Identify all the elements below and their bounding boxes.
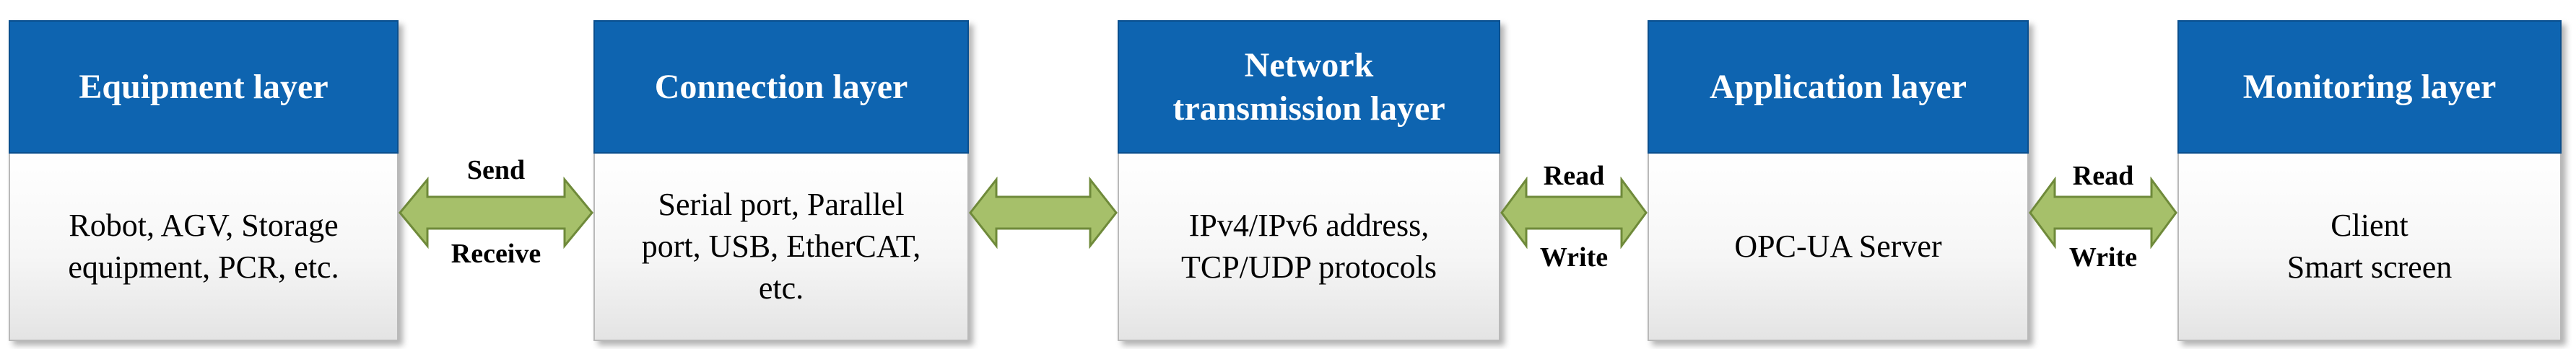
double-arrow-icon — [2029, 177, 2177, 249]
monitoring-layer-box: Monitoring layer Client Smart screen — [2177, 20, 2562, 341]
layer-description: IPv4/IPv6 address, TCP/UDP protocols — [1118, 154, 1500, 341]
double-arrow-icon — [1500, 177, 1648, 249]
double-arrow-icon — [399, 177, 593, 249]
equipment-layer-box: Equipment layer Robot, AGV, Storage equi… — [9, 20, 399, 341]
connector-bottom-label: Receive — [451, 239, 541, 269]
layer-description: Serial port, Parallel port, USB, EtherCA… — [593, 154, 969, 341]
layer-description: Client Smart screen — [2177, 154, 2562, 341]
network-transmission-layer-box: Network transmission layer IPv4/IPv6 add… — [1118, 20, 1500, 341]
application-layer-box: Application layer OPC-UA Server — [1648, 20, 2029, 341]
double-arrow-connector — [1500, 177, 1648, 249]
connector-top-label: Read — [2072, 161, 2134, 191]
connector-bottom-label: Write — [2068, 242, 2138, 273]
double-arrow-icon — [969, 177, 1118, 249]
connector-bottom-label: Write — [1539, 242, 1609, 273]
double-arrow-connector — [2029, 177, 2177, 249]
double-arrow-connector — [969, 177, 1118, 249]
connector-top-label: Send — [466, 155, 526, 185]
layer-title: Network transmission layer — [1118, 20, 1500, 154]
connection-layer-box: Connection layer Serial port, Parallel p… — [593, 20, 969, 341]
layer-description: OPC-UA Server — [1648, 154, 2029, 341]
layer-title: Connection layer — [593, 20, 969, 154]
layer-title: Application layer — [1648, 20, 2029, 154]
connector-top-label: Read — [1543, 161, 1605, 191]
layer-title: Monitoring layer — [2177, 20, 2562, 154]
layer-description: Robot, AGV, Storage equipment, PCR, etc. — [9, 154, 399, 341]
double-arrow-connector — [399, 177, 593, 249]
layer-title: Equipment layer — [9, 20, 399, 154]
